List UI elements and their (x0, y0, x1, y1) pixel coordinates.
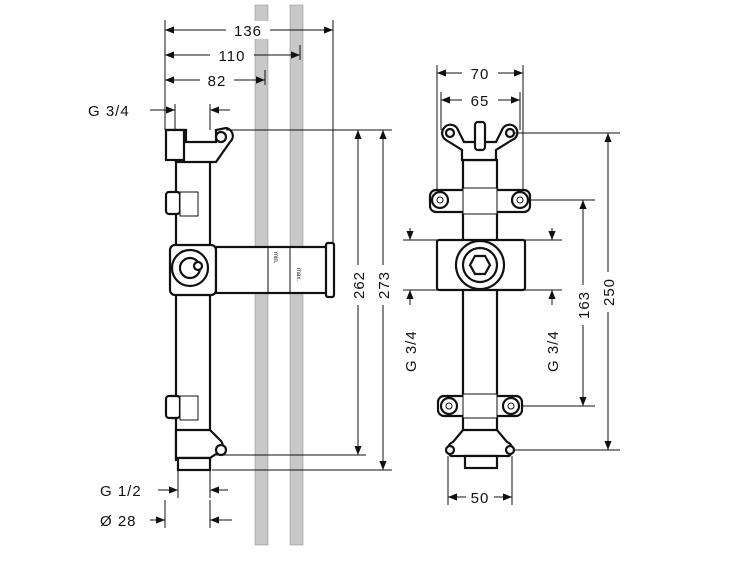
dim-262-label: 262 (351, 271, 368, 299)
dim-136-label: 136 (234, 23, 262, 40)
mount-ear-icon (214, 130, 228, 144)
thread-bottom-label: G 1/2 (100, 483, 142, 500)
extension-pipe (214, 245, 330, 295)
dimension-65: 65 (441, 91, 520, 110)
thread-connector (463, 454, 499, 470)
dimension-273: 273 (374, 130, 393, 470)
mount-ear-icon (444, 127, 456, 139)
side-view: 136 110 82 G 3/4 min. max. (88, 20, 393, 530)
front-view: 70 65 G 3/4 G 3/4 (403, 64, 620, 507)
dimension-110: 110 (165, 46, 300, 65)
min-label: min. (272, 252, 278, 264)
thread-left-label: G 3/4 (403, 330, 420, 372)
dim-82-label: 82 (208, 73, 227, 90)
hex-nut-icon (468, 254, 492, 276)
dim-163-label: 163 (576, 291, 593, 319)
dim-70-label: 70 (471, 66, 490, 83)
dim-50-label: 50 (471, 490, 490, 507)
thread-top-label: G 3/4 (88, 103, 130, 120)
dim-250-label: 250 (601, 278, 618, 306)
dimension-262: 262 (349, 130, 368, 455)
dim-65-label: 65 (471, 93, 490, 110)
mount-ear-icon (504, 127, 516, 139)
dim-110-label: 110 (219, 48, 246, 65)
dimension-82: 82 (165, 71, 265, 90)
thread-connector (176, 456, 212, 472)
max-label: max. (295, 268, 301, 281)
dim-273-label: 273 (376, 271, 393, 299)
dimension-136: 136 (165, 21, 333, 40)
dimension-250: 250 (599, 133, 618, 450)
dimension-70: 70 (437, 64, 523, 83)
mount-ear-icon (214, 443, 228, 457)
thread-right-label: G 3/4 (545, 330, 562, 372)
dimension-163: 163 (574, 200, 593, 406)
diameter-label: Ø 28 (100, 513, 137, 530)
dimension-50: 50 (448, 488, 512, 507)
